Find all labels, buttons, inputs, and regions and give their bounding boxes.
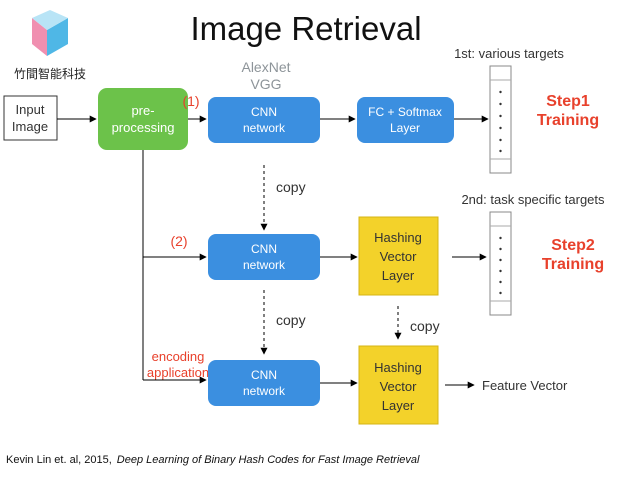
hashing1-line3: Layer bbox=[382, 268, 415, 283]
feature-vector-label: Feature Vector bbox=[482, 378, 568, 393]
logo-icon bbox=[32, 10, 68, 56]
cnn2-line1: CNN bbox=[251, 242, 277, 256]
vgg-label: VGG bbox=[250, 76, 281, 92]
cnn3-line1: CNN bbox=[251, 368, 277, 382]
cnn-network-box-3: CNN network bbox=[208, 360, 320, 406]
cnn-network-box-2: CNN network bbox=[208, 234, 320, 280]
input-image-box: Input Image bbox=[3, 95, 58, 141]
encoding-label-line1: encoding bbox=[152, 349, 205, 364]
input-label-line2: Image bbox=[12, 119, 48, 134]
hashing2-line2: Vector bbox=[380, 379, 418, 394]
hashing1-line2: Vector bbox=[380, 249, 418, 264]
fc-line1: FC + Softmax bbox=[368, 105, 442, 119]
citation-paper: Deep Learning of Binary Hash Codes for F… bbox=[117, 454, 420, 466]
cnn3-line2: network bbox=[243, 384, 286, 398]
preprocessing-line2: processing bbox=[112, 120, 175, 135]
cnn1-line1: CNN bbox=[251, 105, 277, 119]
step-label-1: (1) bbox=[182, 93, 199, 109]
output-vector-2 bbox=[489, 211, 512, 316]
cnn2-line2: network bbox=[243, 258, 286, 272]
fc-softmax-box: FC + Softmax Layer bbox=[357, 97, 454, 143]
output-vector-1 bbox=[489, 65, 512, 174]
hashing2-line1: Hashing bbox=[374, 360, 422, 375]
copy-label-3: copy bbox=[410, 318, 440, 334]
targets-2-label: 2nd: task specific targets bbox=[461, 192, 605, 207]
citation-authors: Kevin Lin et. al, 2015, bbox=[6, 454, 112, 466]
preprocessing-line1: pre- bbox=[131, 103, 154, 118]
hashing1-line1: Hashing bbox=[374, 230, 422, 245]
hashing-layer-box-2: Hashing Vector Layer bbox=[358, 345, 439, 425]
cnn1-line2: network bbox=[243, 121, 286, 135]
encoding-label-line2: application bbox=[147, 365, 209, 380]
preprocessing-box: pre- processing bbox=[98, 88, 188, 150]
copy-label-2: copy bbox=[276, 312, 306, 328]
cnn-network-box-1: CNN network bbox=[208, 97, 320, 143]
citation-text: Kevin Lin et. al, 2015, Deep Learning of … bbox=[6, 454, 420, 466]
page-title: Image Retrieval bbox=[190, 10, 421, 47]
step1-label-line2: Training bbox=[537, 112, 599, 129]
fc-line2: Layer bbox=[390, 121, 420, 135]
targets-1-label: 1st: various targets bbox=[454, 46, 564, 61]
hashing2-line3: Layer bbox=[382, 398, 415, 413]
step1-label-line1: Step1 bbox=[546, 93, 590, 110]
step2-label-line1: Step2 bbox=[551, 237, 595, 254]
logo-text: 竹間智能科技 bbox=[14, 66, 86, 81]
copy-label-1: copy bbox=[276, 179, 306, 195]
step2-label-line2: Training bbox=[542, 256, 604, 273]
alexnet-label: AlexNet bbox=[241, 59, 290, 75]
step-label-2: (2) bbox=[170, 233, 187, 249]
input-label-line1: Input bbox=[16, 102, 45, 117]
hashing-layer-box-1: Hashing Vector Layer bbox=[358, 216, 439, 296]
